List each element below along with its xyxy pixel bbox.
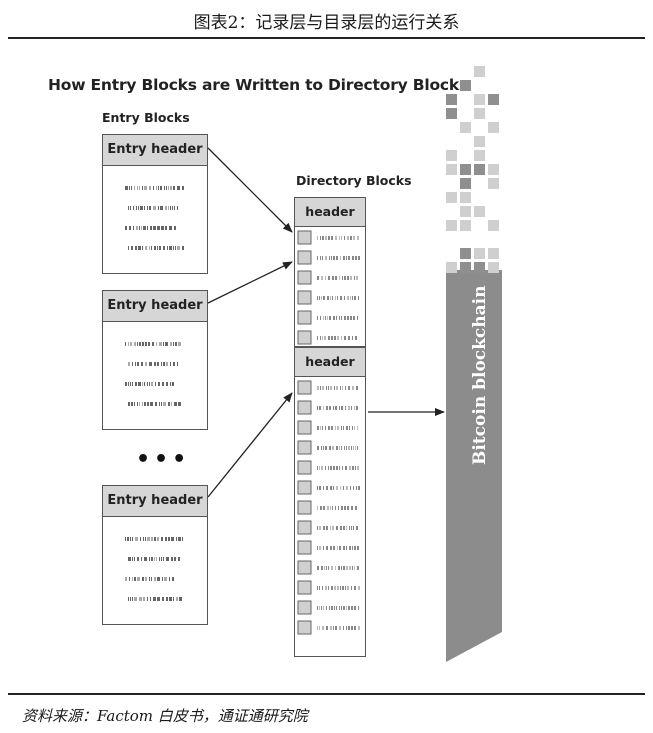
top-rule [8,37,645,39]
directory-header: header [295,348,365,377]
entry-content-lines [125,537,183,601]
blockchain-pixel-fade [446,66,499,273]
entry-content-lines [125,186,184,250]
diagram-title: How Entry Blocks are Written to Director… [48,76,469,94]
entry-blocks-label: Entry Blocks [102,110,190,125]
bottom-rule [8,693,645,695]
directory-block-1: header [294,197,366,347]
directory-header: header [295,198,365,227]
blockchain-label: Bitcoin blockchain [470,285,490,465]
figure-title: 图表2：记录层与目录层的运行关系 [193,13,460,33]
entry-header: Entry header [103,135,207,166]
arrow-entry2-to-directory [207,261,293,304]
directory-block-2: header [294,347,366,657]
arrow-entry3-to-directory [207,392,293,498]
arrow-entry1-to-directory [207,147,293,233]
entry-block-1: Entry header [102,134,208,274]
entry-content-lines [125,342,181,406]
directory-entry-rows [297,230,360,345]
entry-header: Entry header [103,486,207,517]
ellipsis: ••• [136,447,191,472]
directory-blocks-label: Directory Blocks [296,173,412,188]
directory-entry-rows [297,380,360,635]
source-note: 资料来源：Factom 白皮书，通证通研究院 [22,707,308,725]
entry-block-2: Entry header [102,290,208,430]
entry-header: Entry header [103,291,207,322]
entry-block-3: Entry header [102,485,208,625]
